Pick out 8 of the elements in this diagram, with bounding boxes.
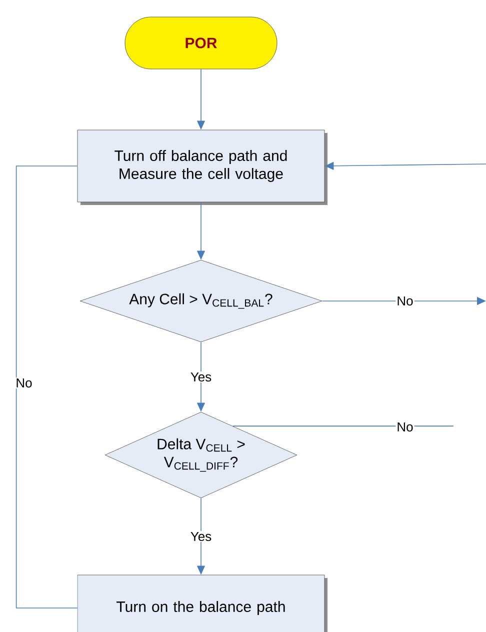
- edge-label: Yes: [189, 530, 213, 542]
- edge-label: Yes: [189, 371, 213, 383]
- process-box: Turn on the balance path: [77, 574, 328, 632]
- process-box: Turn off balance path and Measure the cell voltage: [77, 130, 328, 205]
- edge-label: No: [14, 377, 34, 389]
- edge-label: No: [396, 421, 414, 433]
- edge-label: No: [396, 295, 414, 307]
- start-terminal: POR: [124, 16, 278, 70]
